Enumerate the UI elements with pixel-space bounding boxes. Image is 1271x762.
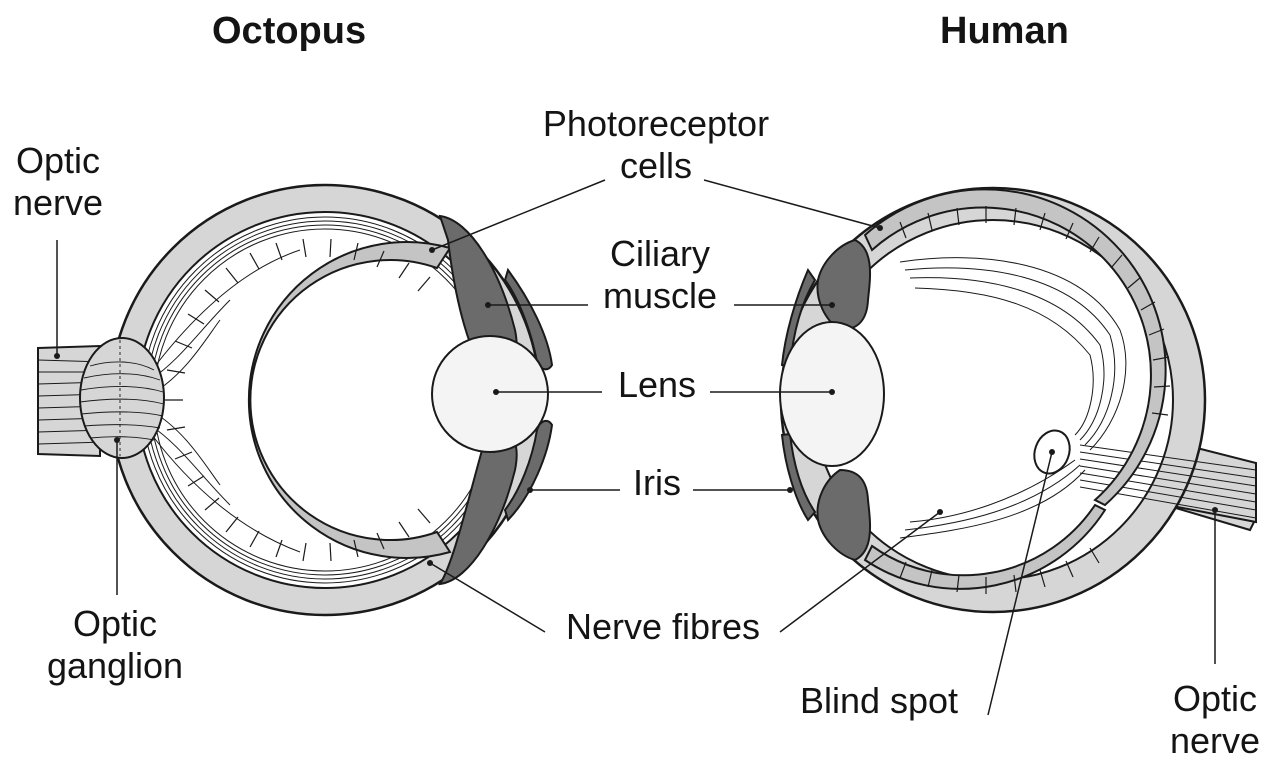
label-ciliary-muscle: Ciliary muscle <box>585 233 735 317</box>
octopus-eye <box>38 185 552 615</box>
octopus-lens <box>432 336 548 452</box>
octopus-optic-ganglion <box>80 338 164 458</box>
label-nerve-fibres: Nerve fibres <box>548 606 778 648</box>
label-photoreceptor-line2: cells <box>528 145 784 187</box>
human-ciliary-muscle-upper <box>817 240 870 330</box>
label-lens: Lens <box>605 364 709 406</box>
title-octopus: Octopus <box>212 10 366 53</box>
title-human: Human <box>940 10 1069 53</box>
label-optic-nerve-right-line1: Optic <box>1160 678 1270 720</box>
human-eye <box>780 188 1256 612</box>
label-optic-nerve-left-line1: Optic <box>8 140 108 182</box>
label-ciliary-line2: muscle <box>585 275 735 317</box>
label-optic-nerve-left-line2: nerve <box>8 182 108 224</box>
label-photoreceptor-cells: Photoreceptor cells <box>528 103 784 187</box>
label-ciliary-line1: Ciliary <box>585 233 735 275</box>
label-optic-ganglion: Optic ganglion <box>30 603 200 687</box>
label-optic-nerve-left: Optic nerve <box>8 140 108 224</box>
label-iris: Iris <box>622 462 692 504</box>
label-blind-spot: Blind spot <box>784 680 974 722</box>
human-ciliary-muscle-lower <box>817 470 870 560</box>
label-optic-nerve-right: Optic nerve <box>1160 678 1270 762</box>
label-optic-ganglion-line2: ganglion <box>30 645 200 687</box>
label-optic-nerve-right-line2: nerve <box>1160 720 1270 762</box>
label-photoreceptor-line1: Photoreceptor <box>528 103 784 145</box>
label-optic-ganglion-line1: Optic <box>30 603 200 645</box>
